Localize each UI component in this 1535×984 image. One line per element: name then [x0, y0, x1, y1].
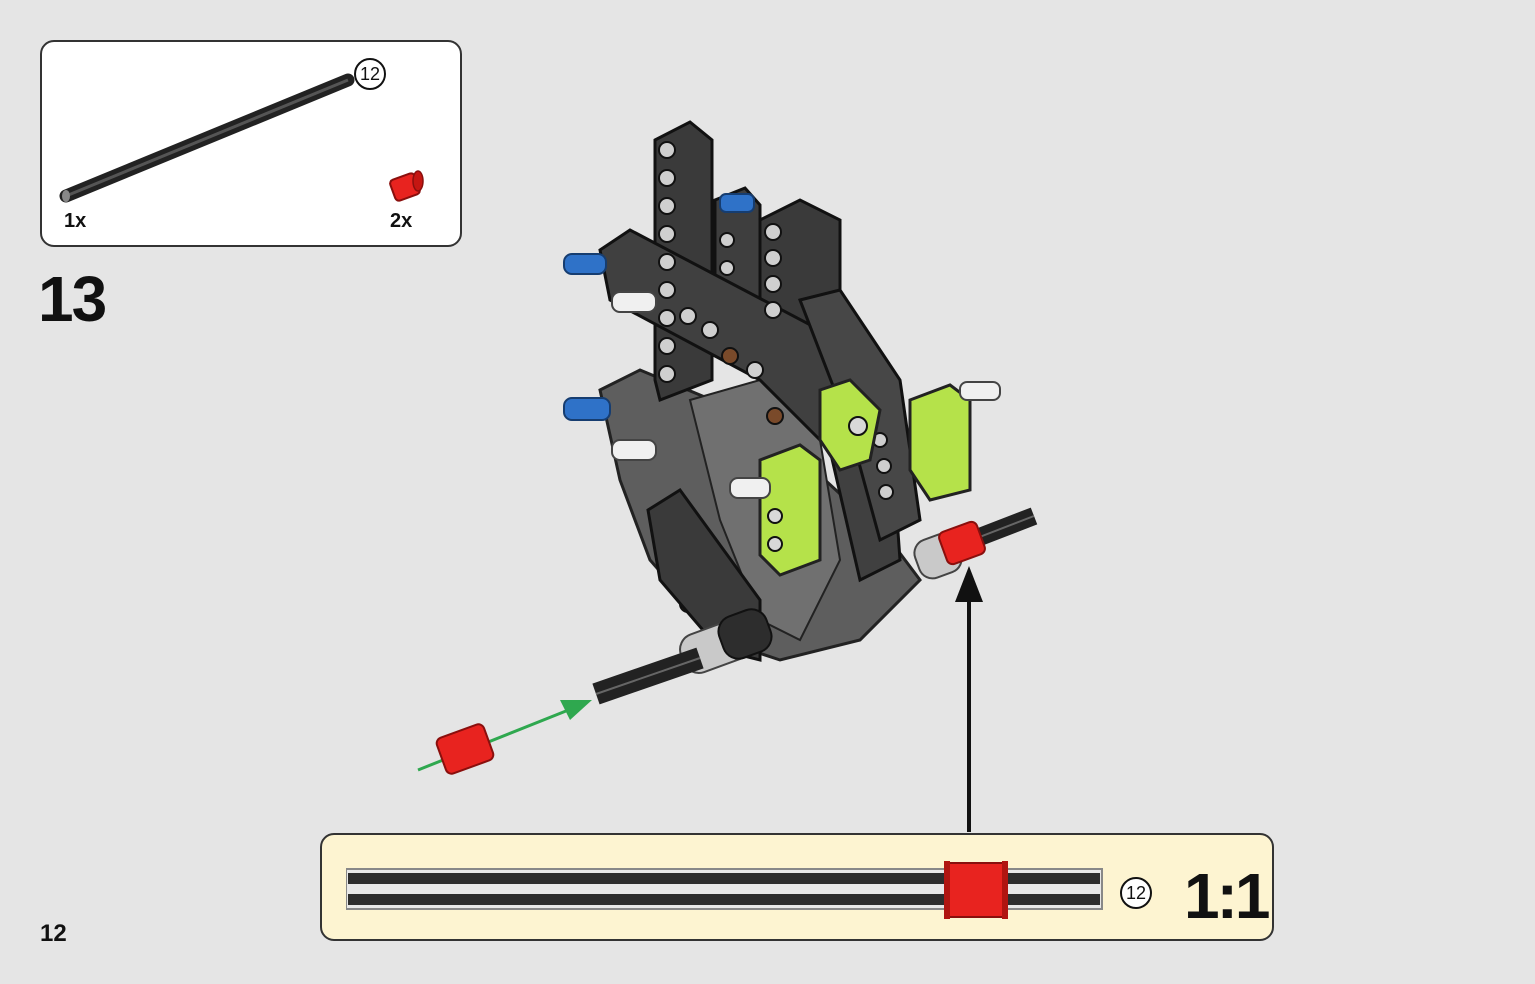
- axle-12-part-image: [59, 73, 355, 203]
- scale-ratio: 1:1: [1184, 860, 1270, 932]
- parts-list-box: 12 1x 2x: [40, 40, 462, 247]
- red-bush-part-image: [389, 170, 424, 202]
- length-indicator-badge: 12: [354, 58, 386, 90]
- scale-length-badge: 12: [1120, 877, 1152, 909]
- scale-callout-box: 12 1:1: [320, 833, 1274, 941]
- page-number: 12: [40, 920, 67, 947]
- step-number: 13: [38, 263, 107, 335]
- axle-quantity: 1x: [64, 210, 87, 232]
- axle-scale-image: [346, 861, 1103, 919]
- bush-quantity: 2x: [390, 210, 413, 232]
